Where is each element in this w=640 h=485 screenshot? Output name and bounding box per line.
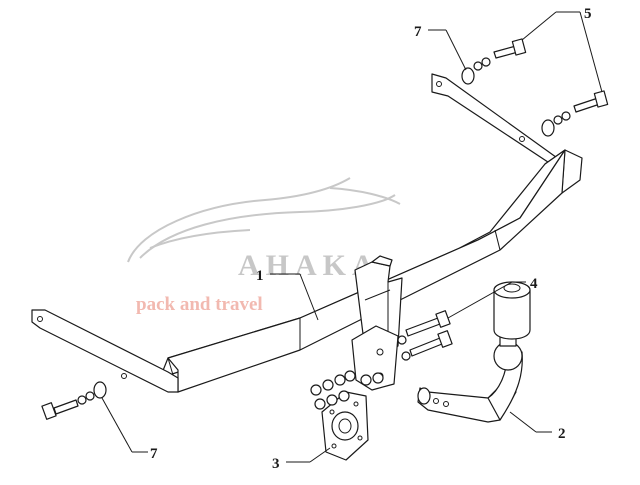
watermark-tagline: pack and travel [136, 294, 263, 315]
leader-lines [101, 11, 603, 463]
callout-5: 5 [584, 6, 592, 22]
callout-7-top: 7 [414, 24, 422, 40]
callout-4: 4 [530, 276, 538, 292]
socket-plate [321, 391, 369, 461]
watermark: AHAKA pack and travel [127, 177, 401, 315]
callout-2: 2 [558, 426, 566, 442]
watermark-car-logo [127, 177, 401, 263]
callout-7-bottom: 7 [150, 446, 158, 462]
bolt-set-upper [461, 38, 609, 137]
crossbar [31, 73, 583, 393]
callout-labels: 1 2 3 4 5 7 7 [150, 6, 592, 472]
callout-3: 3 [272, 456, 280, 472]
bolt-set-4 [397, 310, 453, 361]
tow-ball-neck [417, 335, 523, 423]
watermark-brand: AHAKA [238, 249, 380, 282]
callout-1: 1 [256, 268, 264, 284]
tow-ball-cap [493, 281, 531, 340]
bolt-set-lower-left [41, 381, 107, 420]
nut-washer-cluster [310, 370, 384, 410]
